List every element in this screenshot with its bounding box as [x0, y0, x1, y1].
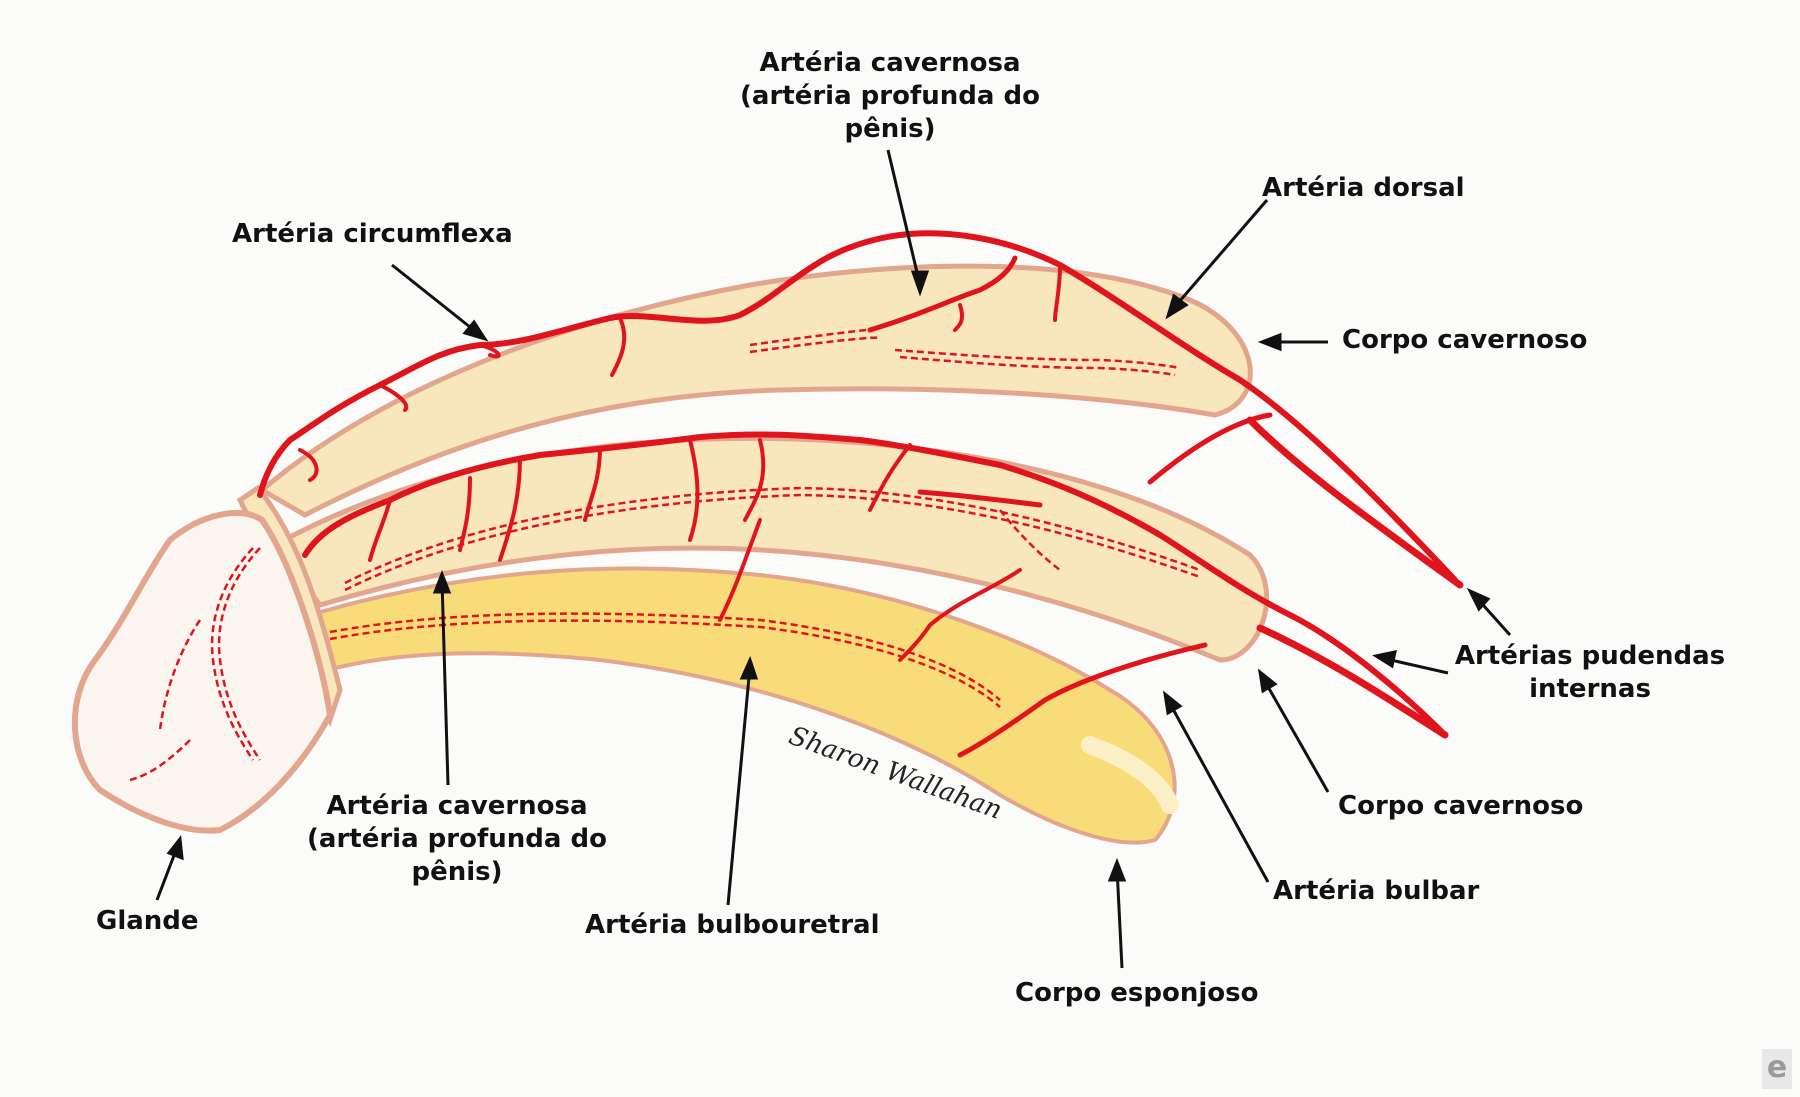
lower-branch-7 [368, 498, 392, 562]
circumflex-artery-branch-1 [610, 316, 627, 377]
label-arteria-cavernosa-top: Artéria cavernosa (artéria profunda do p… [740, 48, 1040, 144]
dorsal-branch-1 [1053, 263, 1062, 322]
spongiosum-highlight [1081, 736, 1179, 814]
cavernous-artery-lower [917, 489, 1043, 508]
publisher-logo: e [1762, 1049, 1792, 1089]
pudendal-artery-lower [1256, 624, 1449, 739]
label-arteria-bulbar: Artéria bulbar [1273, 876, 1480, 906]
circumflex-artery-branch-2 [478, 343, 501, 359]
lower-branch-1 [868, 443, 912, 512]
label-glande: Glande [96, 906, 199, 936]
label-arteria-dorsal: Artéria dorsal [1262, 173, 1465, 203]
label-corpo-cavernoso-top: Corpo cavernoso [1342, 325, 1588, 355]
lower-branch-2 [743, 438, 766, 522]
circumflex-artery-branch-3 [378, 383, 409, 412]
bulbar-branch [898, 568, 1022, 662]
internal-vessels [129, 328, 1201, 782]
circumflex-artery-branch-4 [298, 448, 319, 482]
label-corpo-cavernoso-bottom: Corpo cavernoso [1338, 791, 1584, 821]
glans [71, 510, 334, 834]
label-arteria-circumflexa: Artéria circumflexa [232, 219, 513, 249]
label-corpo-esponjoso: Corpo esponjoso [1015, 978, 1259, 1008]
label-arteria-bulbouretral: Artéria bulbouretral [585, 910, 880, 940]
lower-branch-5 [498, 456, 522, 562]
cavernous-artery-top [867, 255, 1018, 333]
upper-branch-artery [1147, 412, 1273, 485]
dorsal-artery-proximal [302, 431, 1448, 738]
corpus-spongiosum [318, 566, 1177, 845]
lower-branch-4 [583, 446, 602, 522]
pudendal-artery-upper [1246, 416, 1464, 589]
dorsal-branch-2 [953, 303, 965, 332]
label-arterias-pudendas-internas: Artérias pudendas internas [1454, 641, 1726, 704]
bulbar-artery [957, 642, 1208, 758]
bulbourethral-artery [718, 518, 762, 622]
label-arteria-cavernosa-bottom: Artéria cavernosa (artéria profunda do p… [307, 791, 607, 887]
pointer-arrows [155, 149, 1512, 969]
